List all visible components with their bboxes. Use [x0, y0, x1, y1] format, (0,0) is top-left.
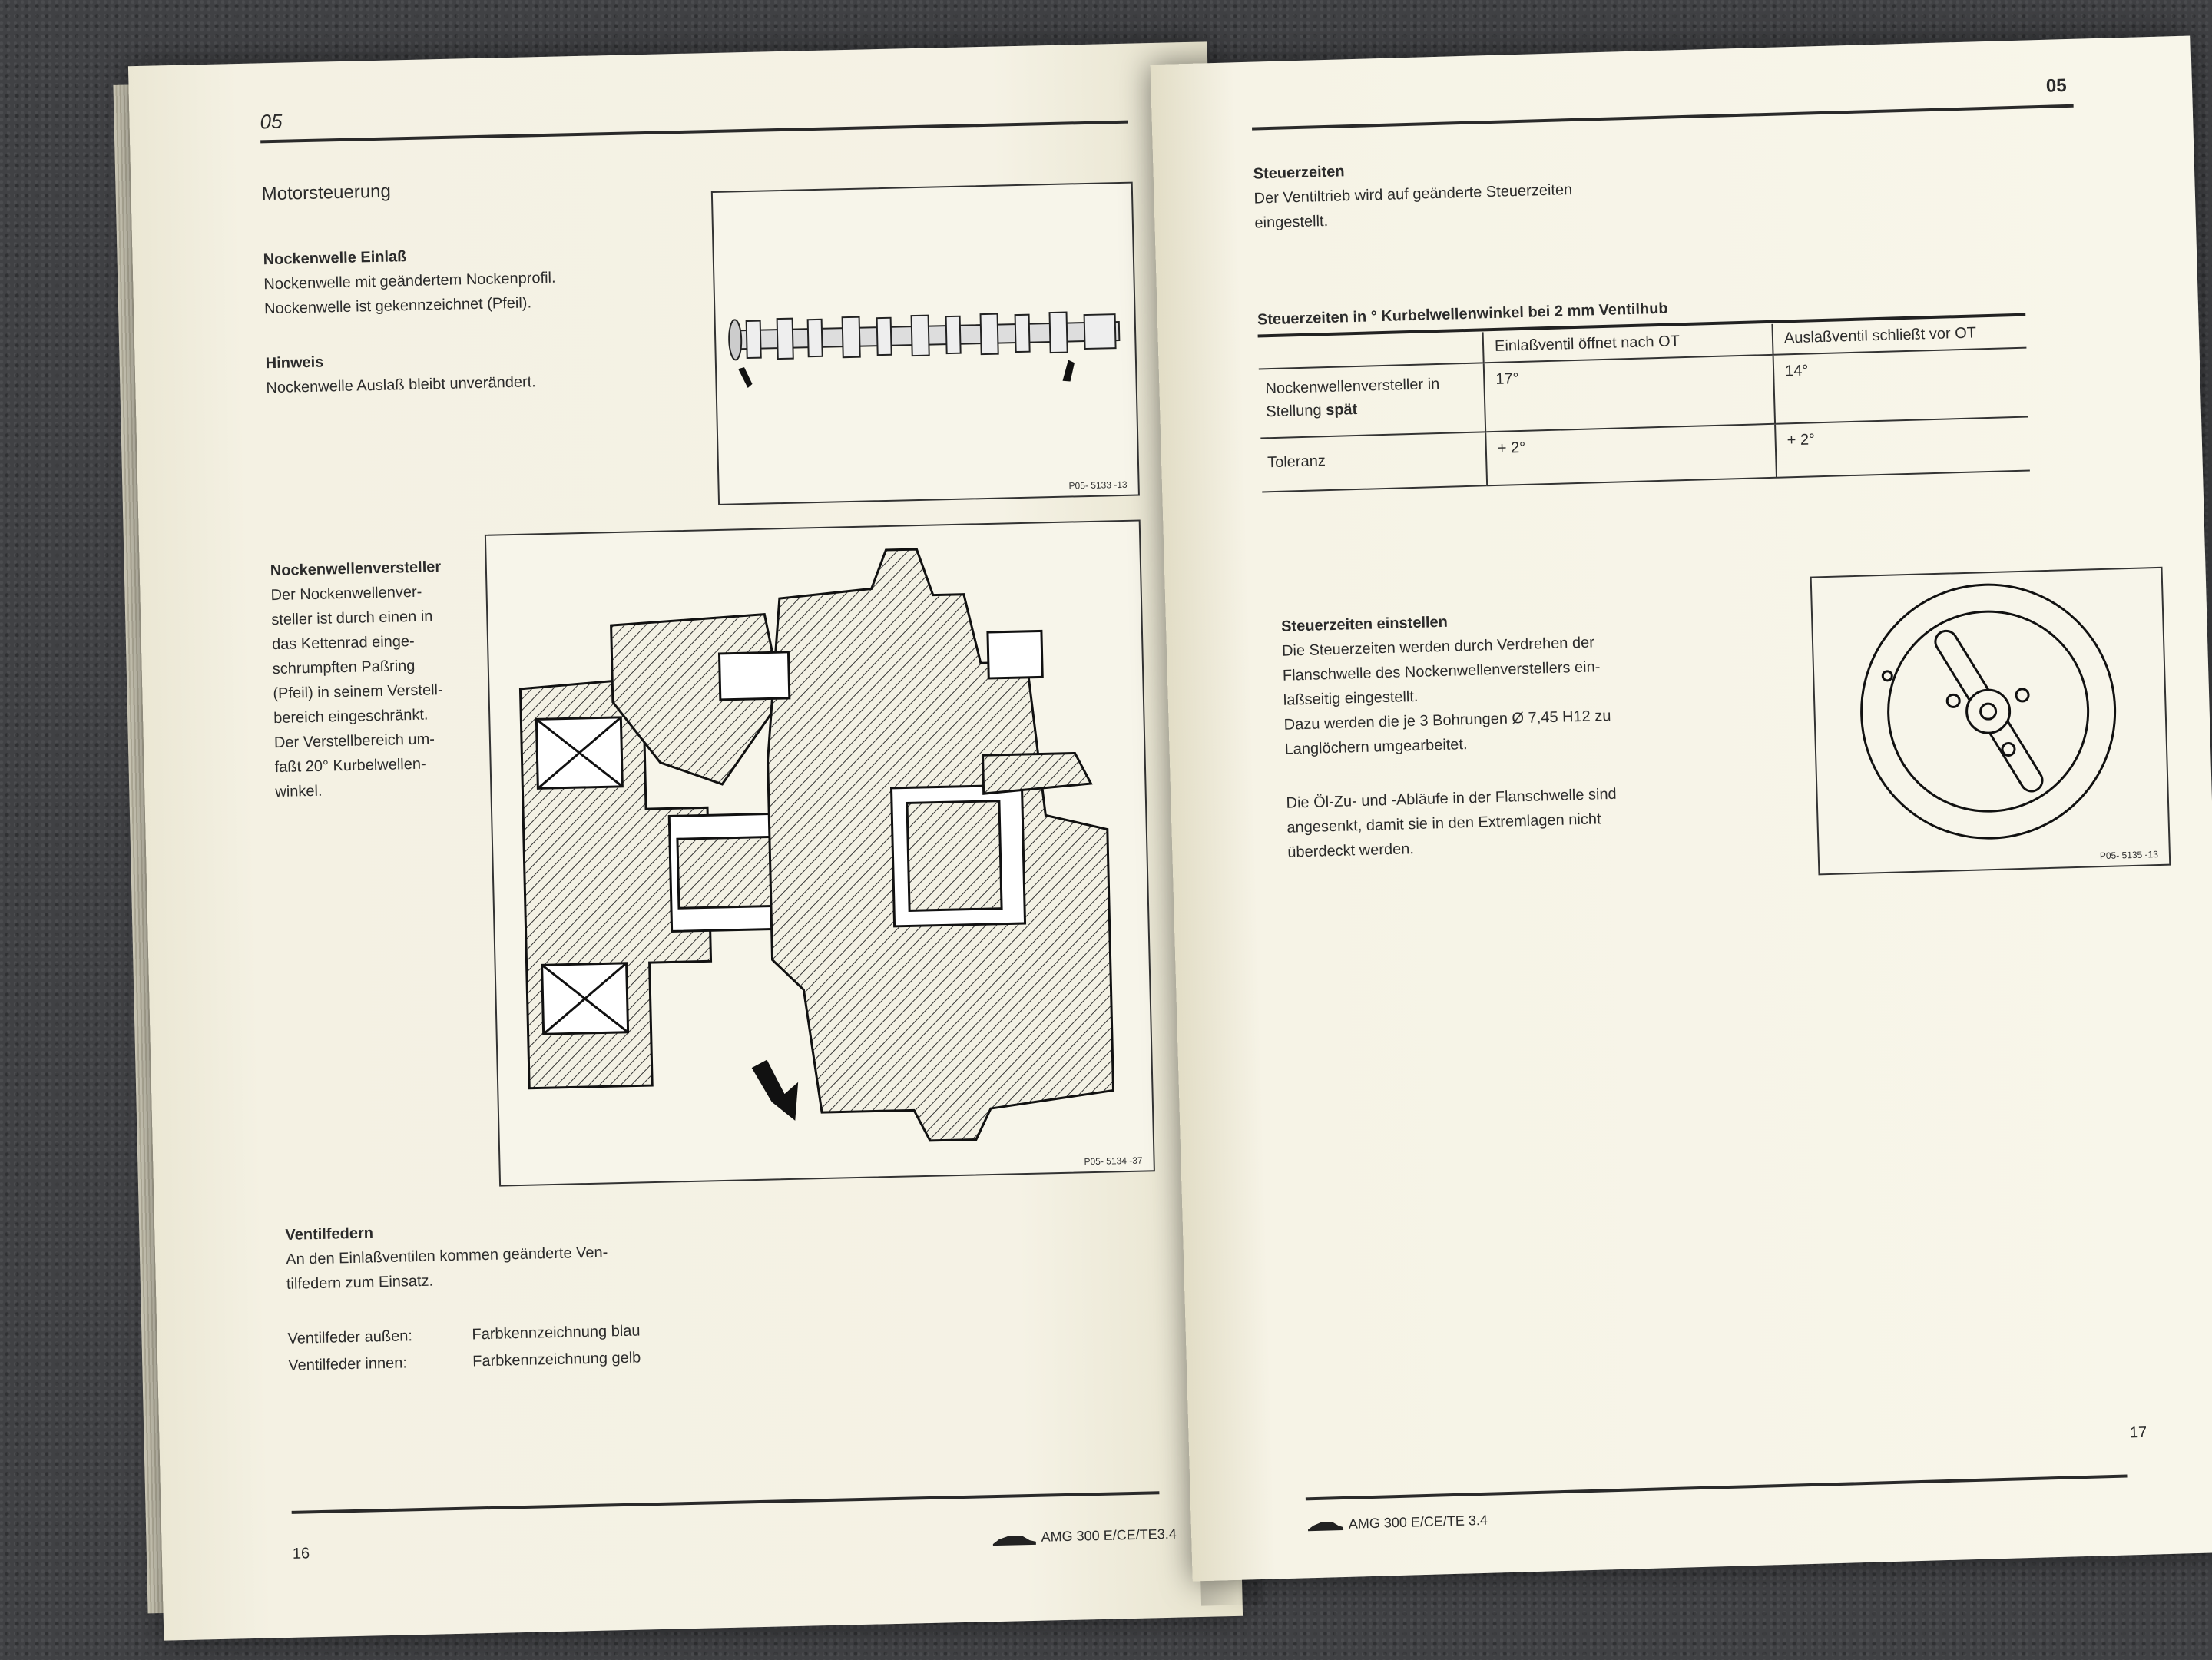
table-row2-outlet: + 2° [1786, 431, 1816, 449]
spring-inner-value: Farbkennzeichnung gelb [472, 1349, 641, 1370]
camshaft-line2: Nockenwelle ist gekennzeichnet (Pfeil). [263, 294, 532, 318]
header-rule-right [1252, 104, 2074, 131]
adjuster-line-1: steller ist durch einen in [271, 608, 433, 629]
adjuster-line-7: faßt 20° Kurbelwellen- [274, 755, 426, 777]
footer-rule [291, 1491, 1160, 1514]
adjuster-line-4: (Pfeil) in seinem Verstell- [273, 681, 443, 703]
setting-line-2: laßseitig eingestellt. [1283, 688, 1419, 709]
note-text: Nockenwelle Auslaß bleibt unverändert. [266, 373, 536, 397]
spring-outer-value: Farbkennzeichnung blau [472, 1322, 641, 1344]
table-row1-inlet: 17° [1483, 354, 1776, 432]
adjuster-line-2: das Kettenrad einge- [271, 632, 415, 654]
adjuster-figure: P05- 5134 -37 [484, 519, 1155, 1187]
adjuster-figure-code: P05- 5134 -37 [1084, 1155, 1143, 1168]
table-row2-label: Toleranz [1260, 432, 1488, 492]
timing-line2: eingestellt. [1254, 212, 1329, 232]
adjuster-line-3: schrumpften Paßring [272, 657, 416, 678]
adjuster-line-8: winkel. [275, 782, 323, 801]
adjuster-line-5: bereich eingeschränkt. [273, 706, 429, 727]
table-row1-label: Nockenwellenversteller in Stellung spät [1258, 363, 1486, 439]
camshaft-figure: P05- 5133 -13 [710, 181, 1140, 505]
right-page: 05 Steuerzeiten Der Ventiltrieb wird auf… [1150, 35, 2212, 1582]
footer-model: AMG 300 E/CE/TE3.4 [1041, 1526, 1177, 1545]
section-number-right: 05 [2045, 75, 2067, 97]
adjuster-line-0: Der Nockenwellenver- [270, 583, 422, 605]
adjuster-title: Nockenwellenversteller [270, 558, 442, 580]
table-row2-inlet: + 2° [1485, 423, 1777, 486]
note-title: Hinweis [265, 353, 324, 373]
row1-label-a: Nockenwellenversteller in [1265, 375, 1440, 398]
flange-figure: P05- 5135 -13 [1810, 566, 2171, 876]
adjuster-line-6: Der Verstellbereich um- [273, 731, 435, 752]
car-icon [992, 1536, 1036, 1546]
adjuster-cross-section-drawing [518, 548, 1115, 1142]
timing-table: Einlaßventil öffnet nach OT Auslaßventil… [1257, 316, 2030, 493]
spring-outer-label: Ventilfeder außen: [287, 1327, 413, 1347]
car-icon-right [1308, 1522, 1344, 1532]
footer-model-right: AMG 300 E/CE/TE 3.4 [1348, 1512, 1488, 1532]
springs-line2: tilfedern zum Einsatz. [286, 1272, 434, 1293]
footer-rule-right [1305, 1474, 2128, 1501]
header-rule [260, 120, 1128, 144]
row1-label-b: Stellung [1266, 402, 1322, 421]
setting-line-4: Langlöchern umgearbeitet. [1284, 736, 1468, 758]
row1-label-bold: spät [1325, 400, 1358, 419]
flange-figure-code: P05- 5135 -13 [2099, 849, 2159, 862]
setting2-line-2: überdeckt werden. [1287, 840, 1415, 861]
camshaft-drawing [728, 311, 1121, 389]
page-number-right: 17 [2129, 1423, 2147, 1442]
timing-title: Steuerzeiten [1253, 163, 1345, 183]
section-number: 05 [260, 109, 283, 134]
flange-drawing [1860, 583, 2117, 840]
table-row1-outlet: 14° [1784, 362, 1809, 380]
page-heading: Motorsteuerung [261, 181, 392, 205]
page-number: 16 [292, 1545, 310, 1562]
camshaft-title: Nockenwelle Einlaß [263, 248, 407, 269]
springs-title: Ventilfedern [285, 1224, 374, 1244]
left-page: 05 Motorsteuerung Nockenwelle Einlaß Noc… [127, 41, 1243, 1641]
spring-inner-label: Ventilfeder innen: [288, 1354, 408, 1374]
camshaft-figure-code: P05- 5133 -13 [1068, 479, 1128, 492]
